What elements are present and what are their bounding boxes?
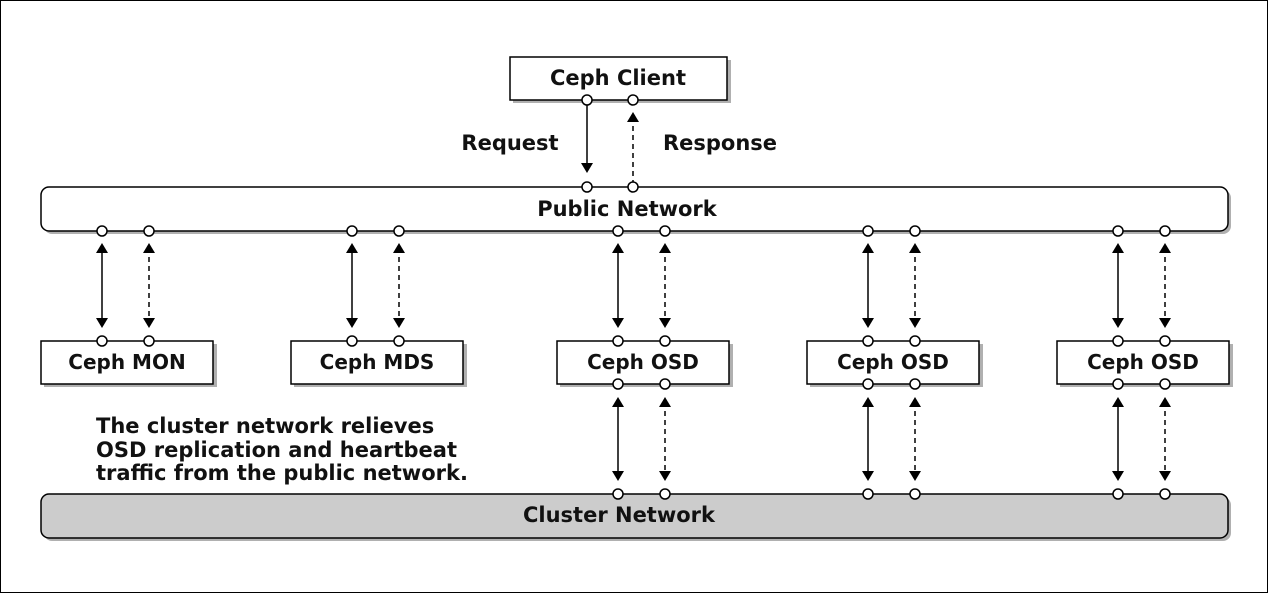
port-circle bbox=[143, 225, 155, 237]
port-circle bbox=[96, 335, 108, 347]
node-osd-3-box: Ceph OSD bbox=[1056, 340, 1233, 387]
port-circle bbox=[581, 181, 593, 193]
port-circle bbox=[659, 488, 671, 500]
port-circle bbox=[1112, 488, 1124, 500]
node-osd-1-box: Ceph OSD bbox=[556, 340, 733, 387]
port-circle bbox=[862, 488, 874, 500]
port-circle bbox=[659, 378, 671, 390]
port-circle bbox=[627, 181, 639, 193]
port-circle bbox=[659, 225, 671, 237]
port-circle bbox=[862, 378, 874, 390]
node-mds-label: Ceph MDS bbox=[320, 350, 435, 374]
node-osd-1-label: Ceph OSD bbox=[587, 350, 699, 374]
cluster-link-osd-3 bbox=[1112, 397, 1171, 481]
response-label: Response bbox=[663, 131, 777, 155]
node-osd-3-label: Ceph OSD bbox=[1087, 350, 1199, 374]
port-circle bbox=[1112, 378, 1124, 390]
public-link-osd-1 bbox=[612, 243, 671, 328]
port-circle bbox=[393, 225, 405, 237]
cluster-network-bar: Cluster Network bbox=[40, 493, 1231, 541]
public-network-bar: Public Network bbox=[40, 186, 1231, 234]
public-link-mds bbox=[346, 243, 405, 328]
node-mon-label: Ceph MON bbox=[68, 350, 185, 374]
port-circle bbox=[346, 335, 358, 347]
port-circle bbox=[96, 225, 108, 237]
node-mds-box: Ceph MDS bbox=[290, 340, 467, 387]
ceph-client-label: Ceph Client bbox=[550, 66, 686, 90]
port-circle bbox=[612, 335, 624, 347]
port-circle bbox=[143, 335, 155, 347]
public-link-mon bbox=[96, 243, 155, 328]
port-circle bbox=[862, 225, 874, 237]
cluster-network-label: Cluster Network bbox=[523, 503, 716, 527]
port-circle bbox=[1159, 378, 1171, 390]
port-circle bbox=[862, 335, 874, 347]
public-network-label: Public Network bbox=[537, 197, 718, 221]
port-circle bbox=[1159, 335, 1171, 347]
node-osd-2-label: Ceph OSD bbox=[837, 350, 949, 374]
port-circle bbox=[1112, 225, 1124, 237]
note-line: OSD replication and heartbeat bbox=[96, 438, 457, 462]
port-circle bbox=[659, 335, 671, 347]
port-circle bbox=[909, 335, 921, 347]
port-circles bbox=[96, 94, 1171, 500]
port-circle bbox=[393, 335, 405, 347]
port-circle bbox=[612, 378, 624, 390]
port-circle bbox=[612, 488, 624, 500]
port-circle bbox=[909, 225, 921, 237]
note-line: The cluster network relieves bbox=[96, 414, 434, 438]
port-circle bbox=[1159, 488, 1171, 500]
cluster-link-osd-2 bbox=[862, 397, 921, 481]
port-circle bbox=[346, 225, 358, 237]
cluster-note: The cluster network relieves OSD replica… bbox=[96, 414, 468, 485]
port-circle bbox=[581, 94, 593, 106]
public-link-osd-3 bbox=[1112, 243, 1171, 328]
port-circle bbox=[909, 378, 921, 390]
port-circle bbox=[1159, 225, 1171, 237]
port-circle bbox=[627, 94, 639, 106]
cluster-link-osd-1 bbox=[612, 397, 671, 481]
port-circle bbox=[1112, 335, 1124, 347]
node-mon-box: Ceph MON bbox=[40, 340, 217, 387]
note-line: traffic from the public network. bbox=[96, 461, 468, 485]
port-circle bbox=[612, 225, 624, 237]
ceph-client-box: Ceph Client bbox=[509, 56, 731, 103]
request-label: Request bbox=[461, 131, 558, 155]
public-link-osd-2 bbox=[862, 243, 921, 328]
port-circle bbox=[909, 488, 921, 500]
node-osd-2-box: Ceph OSD bbox=[806, 340, 983, 387]
